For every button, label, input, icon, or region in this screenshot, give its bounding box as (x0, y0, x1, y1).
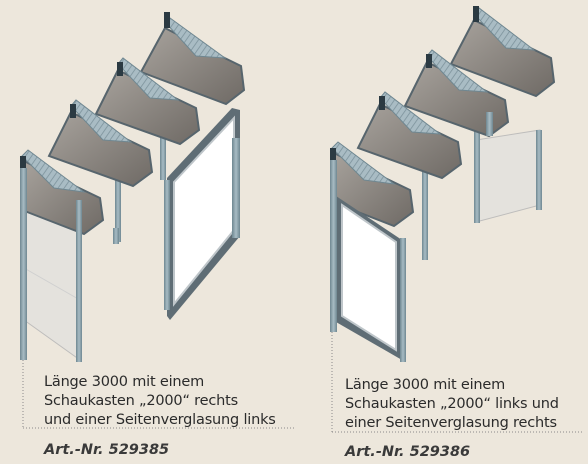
caption-line: Schaukasten „2000“ links und (345, 396, 559, 412)
display-case-left (336, 196, 402, 360)
roof-module (94, 57, 201, 146)
roof-module (47, 99, 154, 188)
caption-line: und einer Seitenverglasung links (44, 412, 276, 428)
display-case-right (164, 108, 240, 320)
post (422, 170, 428, 260)
side-glazing-right (475, 129, 541, 223)
post (400, 238, 406, 362)
article-number-right: Art.-Nr. 529386 (345, 444, 471, 460)
post (536, 130, 542, 210)
post (76, 200, 82, 362)
post (160, 120, 166, 180)
caption-line: Schaukasten „2000“ rechts (44, 393, 238, 409)
caption-left: Länge 3000 mit einem Schaukasten „2000“ … (44, 373, 276, 430)
roof-module (403, 49, 510, 138)
article-number-left: Art.-Nr. 529385 (44, 442, 170, 458)
caption-right: Länge 3000 mit einem Schaukasten „2000“ … (345, 376, 559, 433)
roof-module (356, 91, 463, 180)
shelter-right (330, 6, 556, 362)
post (330, 160, 337, 332)
post (115, 165, 121, 242)
post (20, 168, 27, 360)
roof-module (20, 149, 105, 236)
caption-line: Länge 3000 mit einem (345, 377, 506, 393)
post (474, 128, 480, 223)
shelter-left (20, 12, 246, 362)
caption-line: einer Seitenverglasung rechts (345, 415, 557, 431)
caption-line: Länge 3000 mit einem (44, 374, 205, 390)
